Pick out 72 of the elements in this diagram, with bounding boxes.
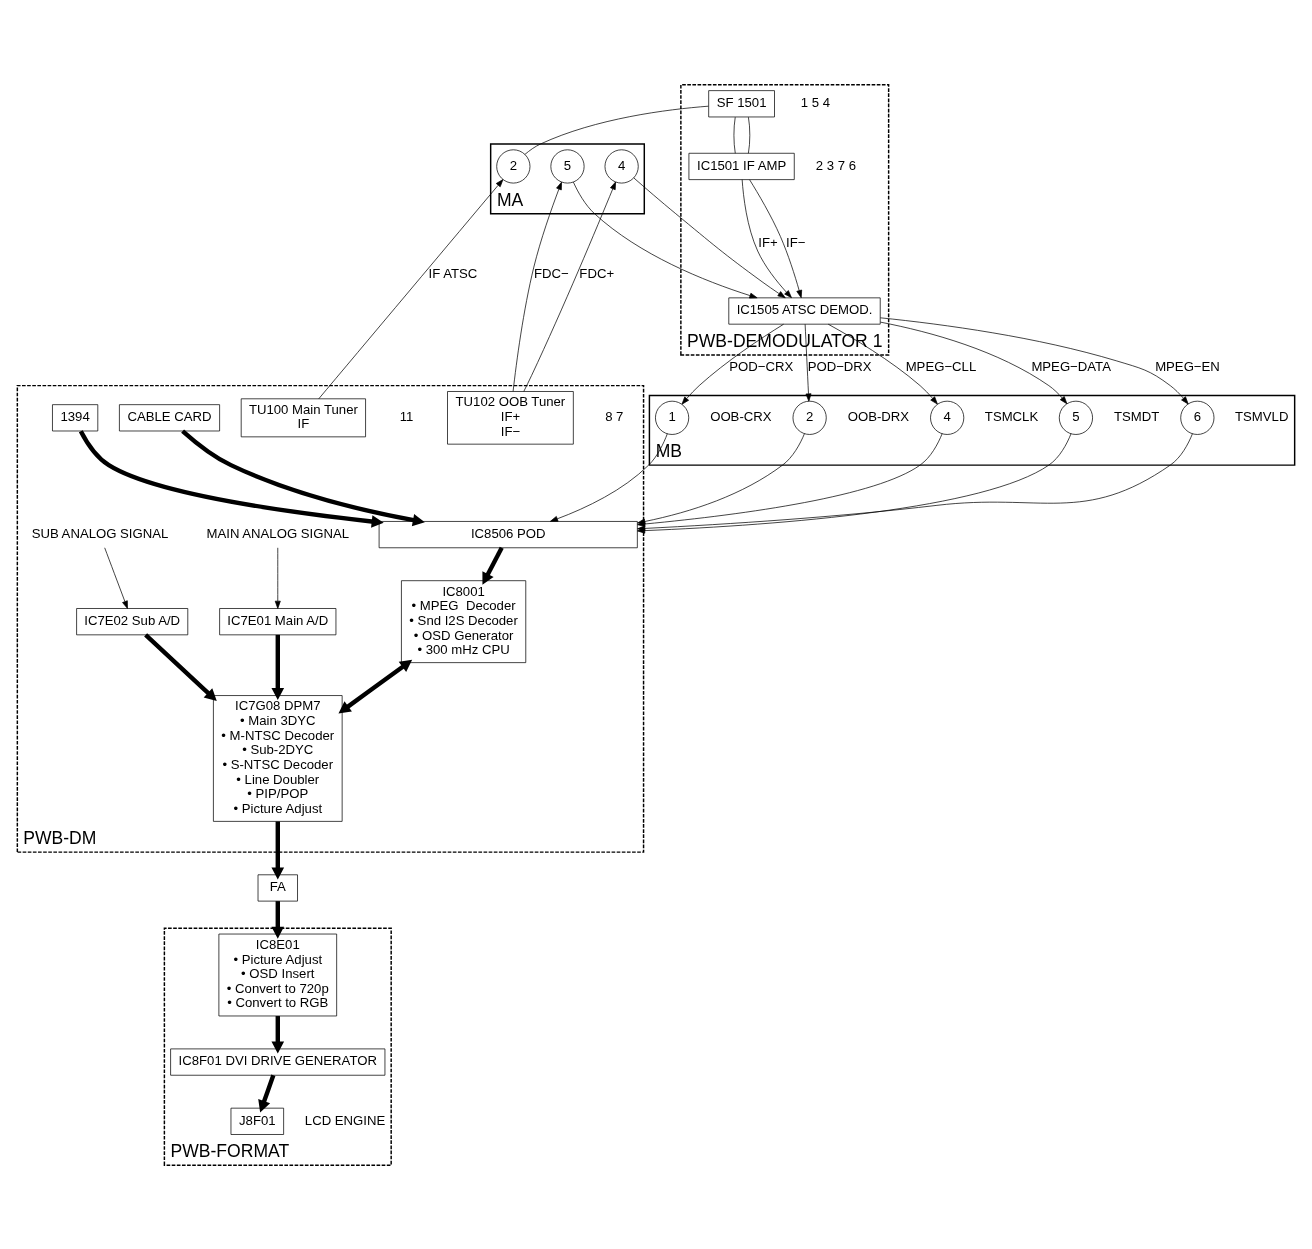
arrow [258, 1074, 276, 1113]
node-circle: 2 [792, 400, 827, 435]
node-label: LCD ENGINE [304, 1112, 386, 1128]
arrow [741, 178, 792, 298]
node-label: OOB-CRX [710, 408, 772, 424]
edge-label: MPEG−CLL [905, 358, 977, 374]
node-label: OOB-DRX [847, 408, 910, 424]
node-box: IC8001 • MPEG Decoder • Snd I2S Decoder • OSD Generator • 300 mHz CPU [401, 579, 527, 663]
arrow [274, 546, 281, 609]
node-box: TU100 Main Tuner IF [240, 397, 366, 437]
connector [524, 105, 709, 155]
arrow [271, 1015, 285, 1053]
node-box: 1394 [52, 403, 99, 431]
connector [748, 116, 751, 154]
node-box: CABLE CARD [119, 403, 220, 431]
node-box: IC8506 POD [378, 520, 638, 548]
arrow [804, 323, 812, 402]
edge-label: IF− [786, 234, 806, 250]
arrow [181, 428, 425, 526]
arrow [827, 323, 938, 404]
node-label: 11 [399, 408, 414, 424]
edge-label: FDC− [534, 265, 569, 281]
connector [733, 116, 736, 154]
node-box: IC8E01 • Picture Adjust • OSD Insert • Convert to 720p • Convert to RGB [218, 933, 338, 1016]
node-circle: 1 [655, 400, 690, 435]
arrow [633, 177, 786, 298]
node-box: J8F01 [230, 1107, 284, 1135]
arrow [104, 546, 128, 609]
node-box: SF 1501 [708, 89, 775, 117]
arrow [523, 181, 616, 392]
node-box: FA [257, 873, 298, 901]
arrow [318, 178, 504, 399]
arrow [482, 546, 504, 585]
edge-label: MPEG−EN [1155, 358, 1220, 374]
node-circle: 5 [1058, 400, 1093, 435]
arrow [144, 632, 217, 701]
edge-label: IF ATSC [428, 265, 478, 281]
arrow [880, 316, 1189, 404]
node-label: 1 5 4 [800, 94, 831, 110]
edge-label: MPEG−DATA [1031, 358, 1111, 374]
node-circle: 5 [550, 148, 585, 183]
node-circle: 2 [496, 148, 531, 183]
node-label: 2 3 7 6 [815, 157, 857, 173]
arrow [78, 429, 384, 528]
arrow [271, 900, 285, 939]
arrow [512, 181, 562, 392]
node-box: IC1501 IF AMP [688, 152, 795, 180]
node-text: SUB ANALOG SIGNAL [31, 525, 169, 541]
node-box: IC7G08 DPM7 • Main 3DYC • M-NTSC Decoder • Sub-2DYC • S-NTSC Decoder • Line Doubler • PIP/POP • Picture Adjust [213, 694, 343, 822]
node-circle: 4 [604, 148, 639, 183]
node-circle: 6 [1180, 400, 1215, 435]
node-box: IC1505 ATSC DEMOD. [728, 297, 881, 325]
node-circle: 4 [930, 400, 965, 435]
node-label: TSMCLK [984, 408, 1039, 424]
arrow [271, 634, 285, 700]
node-box: IC7E02 Sub A/D [76, 607, 189, 635]
arrow [749, 178, 803, 298]
node-text: MAIN ANALOG SIGNAL [206, 525, 350, 541]
node-box: TU102 OOB Tuner IF+ IF− [447, 390, 574, 445]
edge-label: IF+ [758, 234, 778, 250]
node-label: TSMVLD [1235, 408, 1289, 424]
node-label: TSMDT [1113, 408, 1160, 424]
node-box: IC8F01 DVI DRIVE GENERATOR [170, 1048, 386, 1076]
arrow [880, 321, 1068, 404]
node-label: 8 7 [605, 408, 624, 424]
edge-label: POD−CRX [729, 358, 794, 374]
arrow [573, 181, 758, 298]
edge-label: POD−DRX [807, 358, 872, 374]
arrow [338, 659, 413, 713]
arrow [271, 821, 285, 879]
node-box: IC7E01 Main A/D [219, 607, 337, 635]
edge-label: FDC+ [579, 265, 615, 281]
